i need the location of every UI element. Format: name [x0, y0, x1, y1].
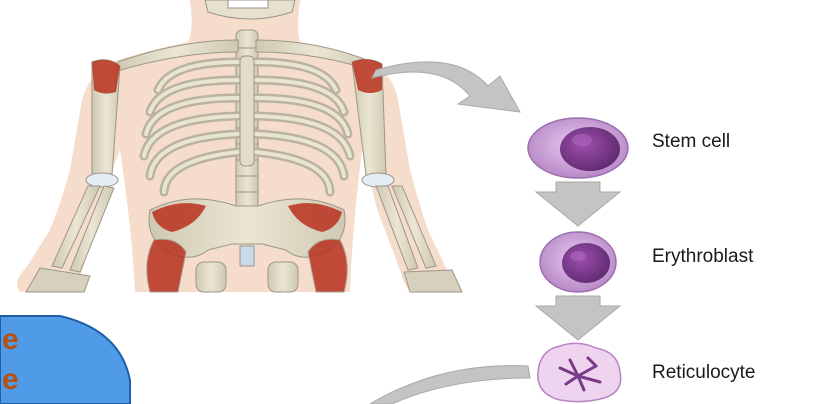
stem-cell-label: Stem cell — [652, 131, 730, 153]
erythroblast-icon — [540, 232, 616, 292]
callout-line-1: e — [2, 320, 132, 360]
reticulocyte-icon — [538, 343, 621, 401]
arrow-down-icon — [536, 182, 620, 226]
sternum — [240, 56, 254, 166]
callout-text: e e — [0, 320, 132, 404]
arrow-down-icon — [536, 296, 620, 340]
callout-line-2: e — [2, 360, 132, 400]
erythroblast-label: Erythroblast — [652, 246, 753, 268]
stem-cell-icon — [528, 118, 628, 178]
curved-arrow-icon — [370, 366, 530, 404]
reticulocyte-label: Reticulocyte — [652, 362, 756, 384]
